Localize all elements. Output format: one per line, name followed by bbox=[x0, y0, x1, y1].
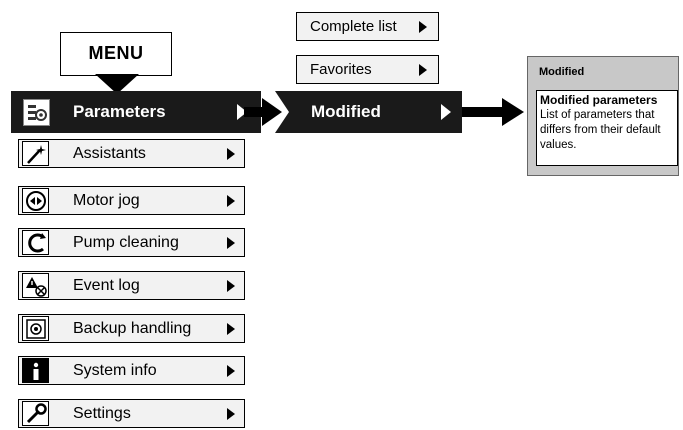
menu-item-label: Motor jog bbox=[73, 191, 140, 209]
submenu-item-label: Modified bbox=[311, 102, 381, 121]
chevron-right-icon bbox=[227, 322, 235, 335]
menu-item-assistants[interactable]: Assistants bbox=[18, 139, 245, 168]
menu-item-event-log[interactable]: Event log bbox=[18, 271, 245, 300]
chevron-right-icon bbox=[227, 407, 235, 420]
submenu-item-complete-list[interactable]: Complete list bbox=[296, 12, 439, 41]
assistants-wand-icon bbox=[22, 141, 49, 166]
menu-item-settings[interactable]: Settings bbox=[18, 399, 245, 428]
submenu-item-label: Favorites bbox=[310, 61, 372, 78]
menu-item-backup-handling[interactable]: Backup handling bbox=[18, 314, 245, 343]
event-log-icon bbox=[22, 273, 49, 298]
chevron-right-icon bbox=[227, 194, 235, 207]
info-panel-heading: Modified parameters bbox=[540, 93, 658, 107]
info-panel: Modified Modified parameters List of par… bbox=[527, 56, 679, 176]
connector-arrow-modified bbox=[458, 98, 524, 126]
chevron-right-icon bbox=[227, 147, 235, 160]
submenu-item-label: Complete list bbox=[310, 18, 397, 35]
chevron-right-icon bbox=[441, 104, 451, 120]
menu-item-label: Pump cleaning bbox=[73, 233, 179, 251]
backup-handling-icon bbox=[22, 316, 49, 341]
menu-item-label: Event log bbox=[73, 276, 140, 294]
menu-item-label: System info bbox=[73, 361, 157, 379]
info-icon bbox=[22, 358, 49, 383]
chevron-right-icon bbox=[419, 63, 427, 76]
chevron-right-icon bbox=[419, 20, 427, 33]
submenu-item-modified[interactable]: Modified bbox=[275, 91, 462, 133]
menu-item-pump-cleaning[interactable]: Pump cleaning bbox=[18, 228, 245, 257]
chevron-right-icon bbox=[227, 236, 235, 249]
menu-item-label: Settings bbox=[73, 404, 131, 422]
parameters-icon bbox=[23, 98, 50, 126]
info-panel-body: Modified parameters List of parameters t… bbox=[536, 90, 678, 166]
menu-item-label: Assistants bbox=[73, 144, 146, 162]
connector-arrow-parameters bbox=[244, 98, 282, 126]
chevron-right-icon bbox=[227, 279, 235, 292]
info-panel-description: List of parameters that differs from the… bbox=[540, 109, 661, 151]
menu-pointer-arrow bbox=[95, 74, 139, 94]
info-panel-title: Modified bbox=[539, 66, 585, 78]
wrench-icon bbox=[22, 401, 49, 426]
chevron-right-icon bbox=[237, 104, 247, 120]
motor-jog-icon bbox=[22, 188, 49, 213]
menu-title: MENU bbox=[60, 32, 172, 76]
menu-item-label: Backup handling bbox=[73, 319, 192, 337]
menu-item-motor-jog[interactable]: Motor jog bbox=[18, 186, 245, 215]
menu-item-system-info[interactable]: System info bbox=[18, 356, 245, 385]
submenu-item-favorites[interactable]: Favorites bbox=[296, 55, 439, 84]
menu-item-parameters[interactable]: Parameters bbox=[11, 91, 261, 133]
pump-cleaning-icon bbox=[22, 230, 49, 255]
menu-item-label: Parameters bbox=[73, 102, 166, 121]
chevron-right-icon bbox=[227, 364, 235, 377]
